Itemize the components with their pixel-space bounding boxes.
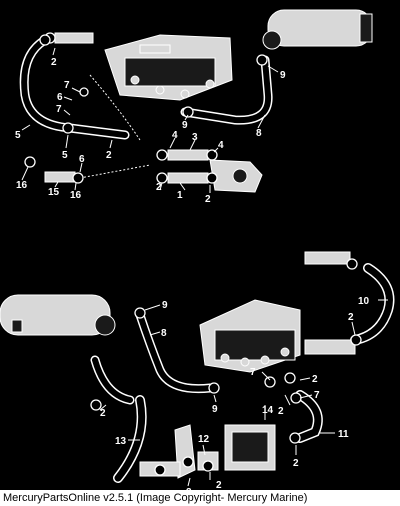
callout-top-16: 6: [79, 154, 85, 165]
callout-bottom-5: 7: [250, 367, 256, 378]
heat-exchanger-bottom: [0, 294, 116, 336]
callout-bottom-12: 11: [338, 429, 349, 440]
callout-bottom-16: 2: [186, 487, 192, 490]
callout-bottom-11: 14: [262, 405, 274, 416]
callout-top-8: 5: [62, 150, 68, 161]
callout-bottom-4: 2: [348, 312, 354, 323]
callout-top-7: 5: [15, 130, 21, 141]
callout-top-11: 3: [192, 132, 198, 143]
bottom-leaders: [99, 299, 388, 487]
callout-bottom-15: 2: [216, 480, 222, 490]
pump-assembly: [209, 159, 263, 193]
clamps-bottom: [90, 307, 362, 476]
callout-top-18: 2: [156, 182, 162, 193]
callout-top-1: 2: [51, 57, 57, 68]
engine-block-top: [104, 34, 233, 101]
callout-top-19: 1: [177, 190, 183, 201]
callout-top-6: 9: [182, 120, 188, 131]
copyright-caption: MercuryPartsOnline v2.5.1 (Image Copyrig…: [0, 490, 400, 506]
callout-bottom-2: 8: [161, 328, 167, 339]
callout-bottom-7: 7: [314, 390, 320, 401]
fitting-bottom-right: [304, 251, 358, 270]
callout-top-20: 2: [205, 194, 211, 205]
callout-top-13: 8: [256, 128, 262, 139]
callout-bottom-8: 2: [100, 408, 106, 419]
hose-3: [167, 149, 209, 161]
callout-bottom-3: 10: [358, 296, 370, 307]
clamps-top: [24, 34, 268, 184]
callout-bottom-9: 2: [278, 406, 284, 417]
callout-bottom-6: 2: [312, 374, 318, 385]
callout-bottom-10: 9: [212, 404, 218, 415]
hose-1: [167, 172, 209, 184]
bottom-view: 9 8 10 2 7 2 7 2 2 9 14 11 13 12 2 2 2: [0, 251, 395, 490]
callout-top-5: 7: [56, 104, 62, 115]
callout-bottom-14: 12: [198, 434, 210, 445]
callout-top-12: 4: [218, 140, 224, 151]
fitting-top-left: [44, 32, 94, 44]
top-view: 2 9 7 6 7 9 5 5 2 4 3 4 8 16 15 6 16 2 1…: [15, 9, 373, 205]
callout-top-14: 16: [16, 180, 28, 191]
cooler-assembly: [139, 424, 276, 479]
callout-top-4: 6: [57, 92, 63, 103]
top-leaders: [21, 47, 279, 193]
callout-top-2: 9: [280, 70, 286, 81]
callout-bottom-1: 9: [162, 300, 168, 311]
hose-15: [44, 171, 76, 183]
callout-top-3: 7: [64, 80, 70, 91]
callout-bottom-17: 2: [293, 458, 299, 469]
callout-top-17: 16: [70, 190, 82, 201]
heat-exchanger-top: [262, 9, 373, 50]
callout-top-10: 4: [172, 130, 178, 141]
callout-top-9: 2: [106, 150, 112, 161]
callout-top-15: 15: [48, 187, 60, 198]
callout-bottom-13: 13: [115, 436, 127, 447]
hose-connector-right: [304, 339, 356, 355]
exploded-parts-diagram: 2 9 7 6 7 9 5 5 2 4 3 4 8 16 15 6 16 2 1…: [0, 9, 395, 490]
engine-block-bottom: [199, 299, 301, 373]
